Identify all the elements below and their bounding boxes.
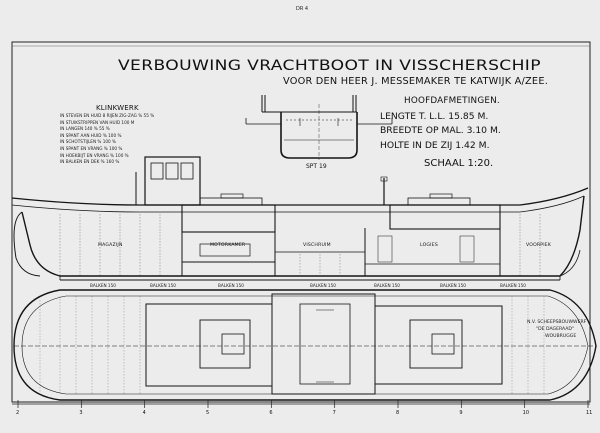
hoofdafmetingen-heading: HOOFDAFMETINGEN. <box>404 96 500 106</box>
midship-section <box>245 95 393 160</box>
klinkwerk-heading: KLINKWERK <box>96 104 139 112</box>
scale-tick-label: 6 <box>269 410 273 416</box>
scale-tick-label: 11 <box>586 410 593 416</box>
scale-tick-marks <box>17 400 589 408</box>
room-magazijn: MAGAZIJN <box>98 243 123 248</box>
plan-view <box>13 289 597 401</box>
drawing-stamp: DR 4 <box>296 6 309 12</box>
deck-note: BALKEN 150 <box>500 283 526 288</box>
room-motorkamer: MOTORKAMER <box>210 243 246 248</box>
klinkwerk-line: IN SCHOTSTIJLEN % 100 % <box>60 139 117 145</box>
profile-view <box>11 156 589 281</box>
scale-tick-label: 5 <box>206 410 210 416</box>
drawing-title: VERBOUWING VRACHTBOOT IN VISSCHERSCHIP <box>118 58 541 74</box>
klinkwerk-list: IN STEVEN EN HUID 8 RIJEN ZIG-ZAG % 55 %… <box>60 113 154 166</box>
klinkwerk-line: IN SPANT EN VRANG % 100 % <box>60 145 123 151</box>
klinkwerk-line: IN STUIKSTRIPPEN VAN HUID 100 M <box>60 119 135 125</box>
deck-note: BALKEN 150 <box>374 283 400 288</box>
deck-note: BALKEN 150 <box>440 283 466 288</box>
dimension-length: LENGTE T. L.L. 15.85 M. <box>380 111 489 122</box>
klinkwerk-line: IN SPANT AAN HUID % 100 % <box>60 132 122 138</box>
room-vischruim: VISCHRUIM <box>303 243 331 248</box>
yard-location: WOUBRUGGE <box>545 334 577 339</box>
dimension-breadth: BREEDTE OP MAL. 3.10 M. <box>380 125 501 136</box>
klinkwerk-line: IN BALKEN EN DEK % 160 % <box>60 159 120 165</box>
yard-name: N.V. SCHEEPSBOUWWERF <box>527 320 587 325</box>
scale-tick-label: 8 <box>396 410 400 416</box>
scale-tick-label: 3 <box>79 410 83 416</box>
drawing-frame <box>11 41 591 403</box>
klinkwerk-line: IN STEVEN EN HUID 8 RIJEN ZIG-ZAG % 55 % <box>60 113 155 118</box>
klinkwerk-line: IN LANGEN 140 % 55 % <box>60 126 110 132</box>
scale-tick-label: 2 <box>16 410 20 416</box>
deck-note: BALKEN 150 <box>310 283 336 288</box>
drawing-scale: SCHAAL 1:20. <box>424 158 494 169</box>
scale-tick-label: 4 <box>142 410 146 416</box>
klinkwerk-line: IN HOEKBIJT EN VRANG % 100 % <box>60 152 129 158</box>
deck-note: BALKEN 150 <box>90 283 116 288</box>
yard-name-quoted: "DE DAGERAAD" <box>536 327 575 332</box>
room-voorpiek: VOORPIEK <box>526 243 552 248</box>
deck-note: BALKEN 150 <box>218 283 244 288</box>
dimension-depth: HOLTE IN DE ZIJ 1.42 M. <box>380 140 490 151</box>
room-logies: LOGIES <box>420 243 438 248</box>
drawing-subtitle: VOOR DEN HEER J. MESSEMAKER TE KATWIJK A… <box>283 76 549 87</box>
scale-tick-label: 7 <box>332 410 336 416</box>
deck-note: BALKEN 150 <box>150 283 176 288</box>
scale-tick-label: 9 <box>459 410 463 416</box>
scale-tick-label: 10 <box>522 410 530 416</box>
section-label: SPT 19 <box>306 163 327 170</box>
